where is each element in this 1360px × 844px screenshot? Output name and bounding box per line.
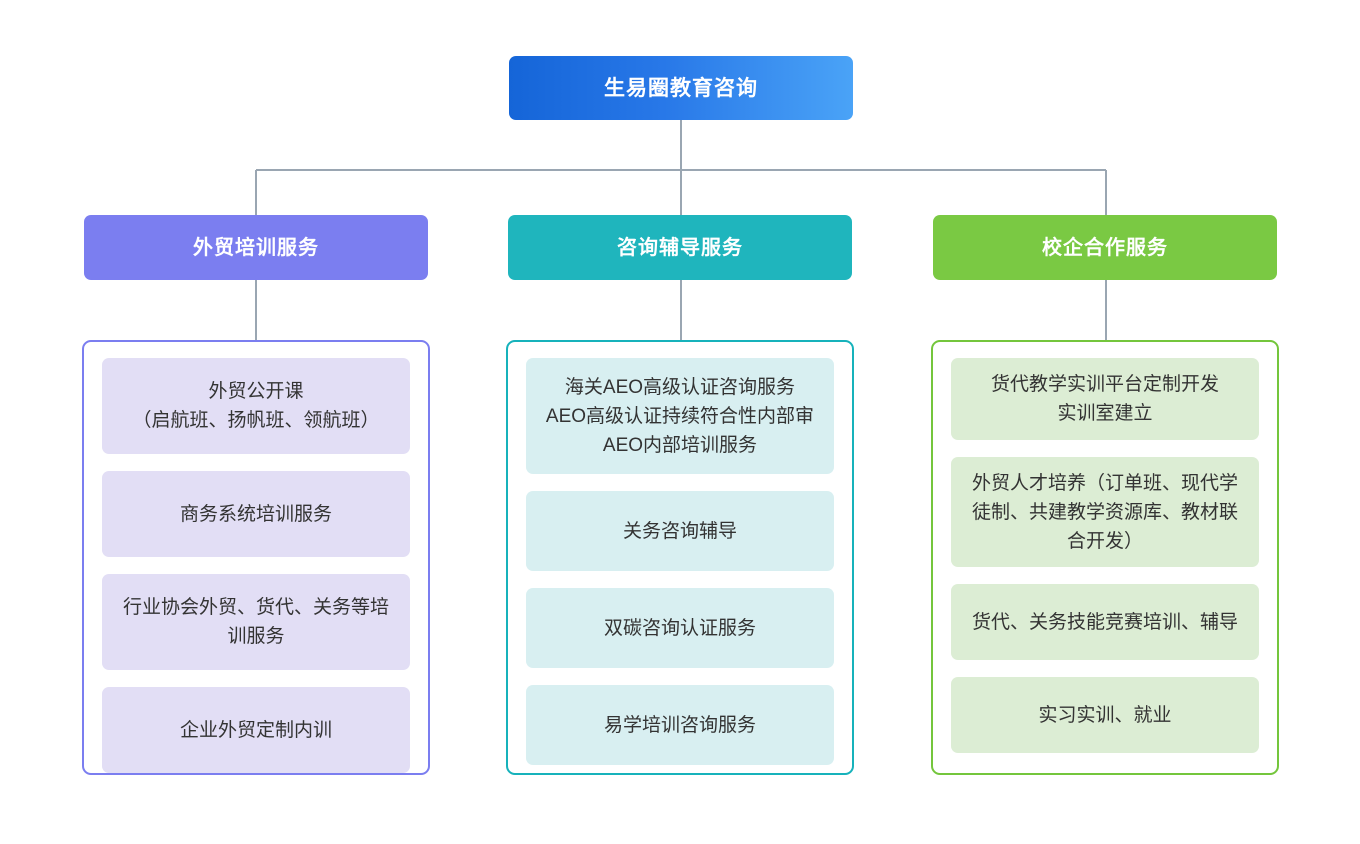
- root-node-label: 生易圈教育咨询: [604, 76, 758, 100]
- service-item[interactable]: 货代教学实训平台定制开发 实训室建立: [951, 358, 1259, 440]
- service-item[interactable]: 外贸公开课 （启航班、扬帆班、领航班）: [102, 358, 410, 454]
- service-item[interactable]: 行业协会外贸、货代、关务等培训服务: [102, 574, 410, 670]
- branch-header-3[interactable]: 校企合作服务: [933, 215, 1277, 280]
- service-item[interactable]: 外贸人才培养（订单班、现代学徒制、共建教学资源库、教材联合开发）: [951, 457, 1259, 567]
- branch-header-label-2: 咨询辅导服务: [617, 236, 743, 259]
- branch-header-label-3: 校企合作服务: [1042, 236, 1168, 259]
- service-item[interactable]: 商务系统培训服务: [102, 471, 410, 557]
- service-item[interactable]: 实习实训、就业: [951, 677, 1259, 753]
- branch-column-1: 外贸培训服务 外贸公开课 （启航班、扬帆班、领航班） 商务系统培训服务 行业协会…: [82, 215, 430, 775]
- service-item[interactable]: 企业外贸定制内训: [102, 687, 410, 773]
- service-item[interactable]: 易学培训咨询服务: [526, 685, 834, 765]
- root-node[interactable]: 生易圈教育咨询: [509, 56, 853, 120]
- service-item[interactable]: 货代、关务技能竞赛培训、辅导: [951, 584, 1259, 660]
- branch-header-1[interactable]: 外贸培训服务: [84, 215, 428, 280]
- service-item[interactable]: 海关AEO高级认证咨询服务 AEO高级认证持续符合性内部审 AEO内部培训服务: [526, 358, 834, 474]
- branch-header-2[interactable]: 咨询辅导服务: [508, 215, 852, 280]
- branch-items-box-2: 海关AEO高级认证咨询服务 AEO高级认证持续符合性内部审 AEO内部培训服务 …: [506, 340, 854, 775]
- branch-column-3: 校企合作服务 货代教学实训平台定制开发 实训室建立 外贸人才培养（订单班、现代学…: [931, 215, 1279, 775]
- branch-header-label-1: 外贸培训服务: [193, 236, 319, 259]
- branch-items-box-3: 货代教学实训平台定制开发 实训室建立 外贸人才培养（订单班、现代学徒制、共建教学…: [931, 340, 1279, 775]
- service-item[interactable]: 关务咨询辅导: [526, 491, 834, 571]
- branch-column-2: 咨询辅导服务 海关AEO高级认证咨询服务 AEO高级认证持续符合性内部审 AEO…: [506, 215, 854, 775]
- branch-items-box-1: 外贸公开课 （启航班、扬帆班、领航班） 商务系统培训服务 行业协会外贸、货代、关…: [82, 340, 430, 775]
- service-item[interactable]: 双碳咨询认证服务: [526, 588, 834, 668]
